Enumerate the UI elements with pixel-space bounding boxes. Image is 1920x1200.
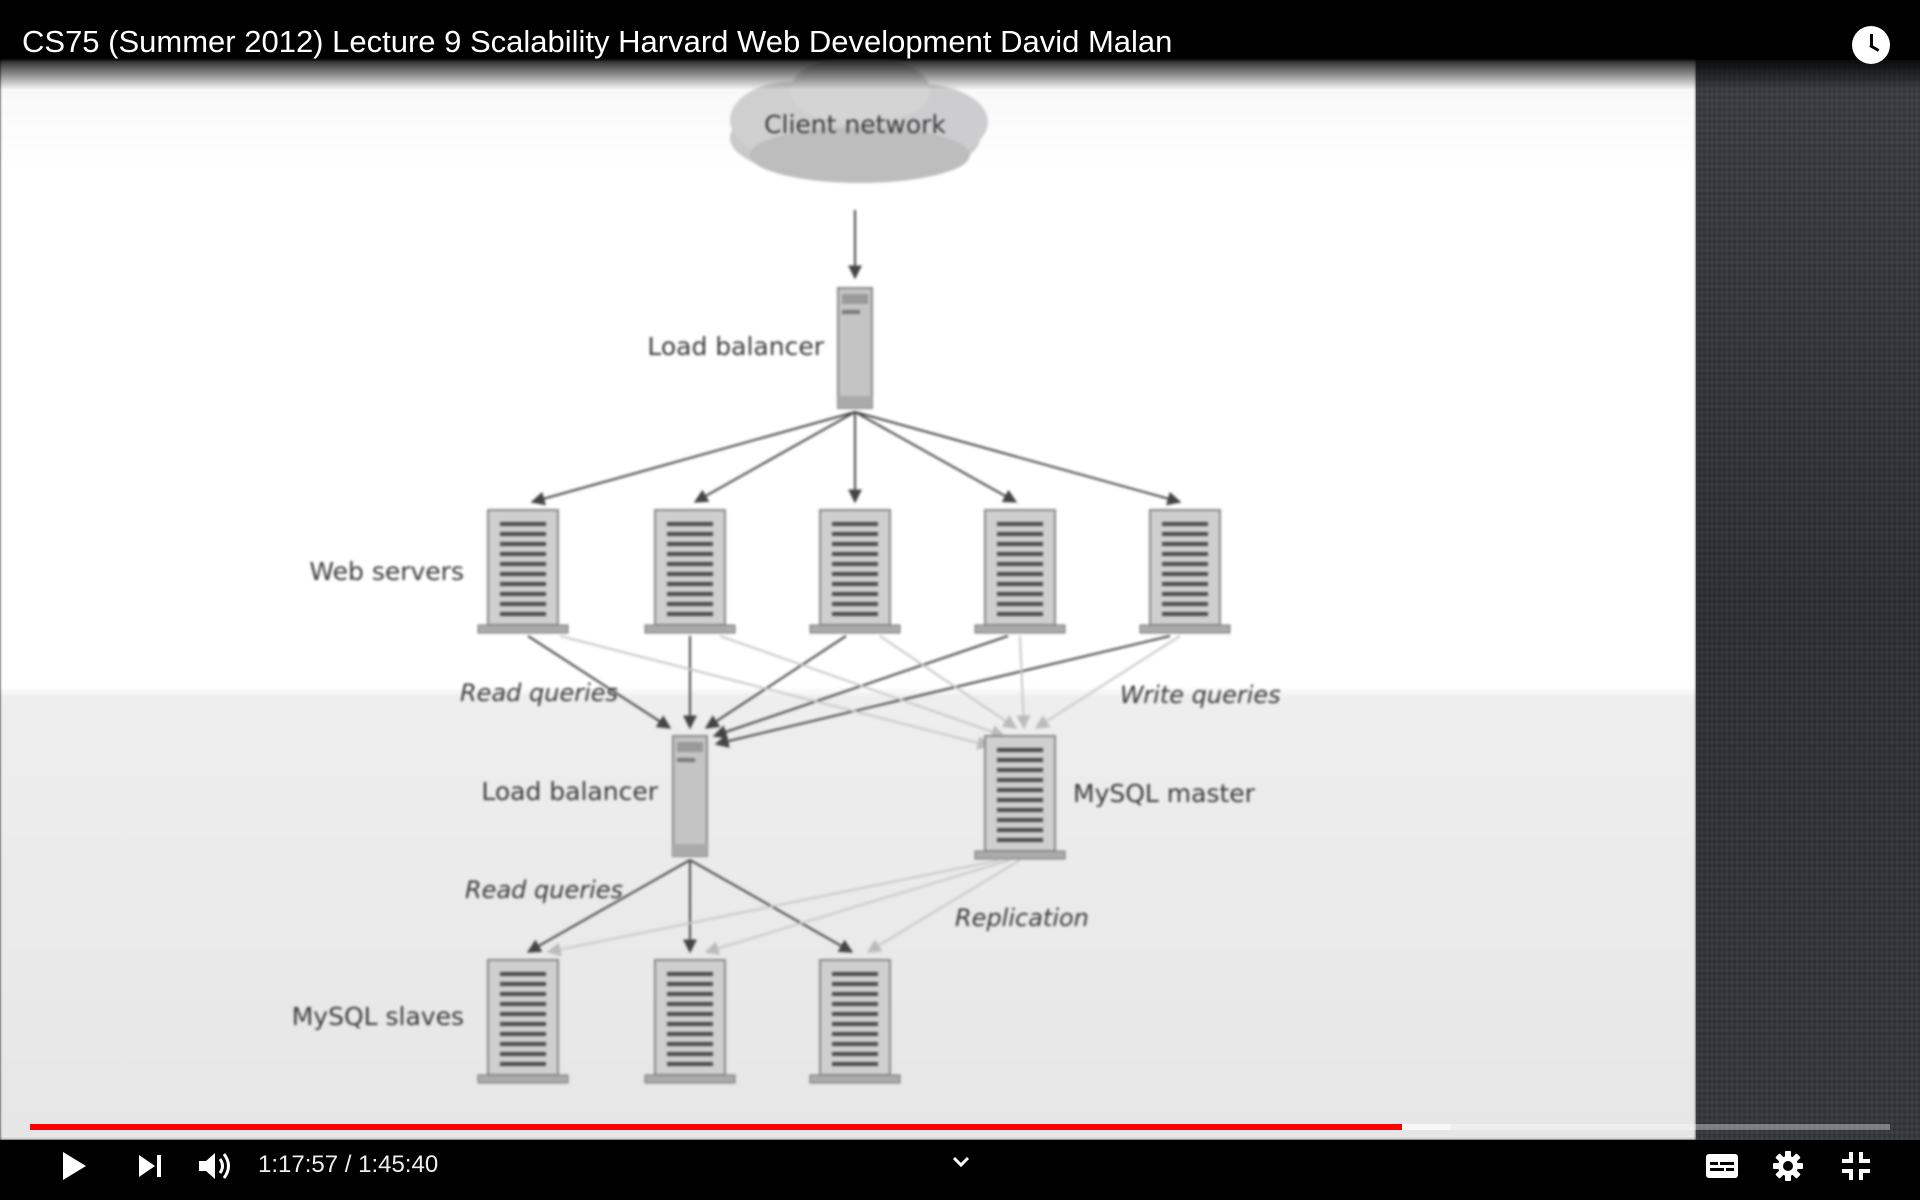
web-server — [477, 509, 569, 634]
time-current: 1:17:57 — [258, 1151, 339, 1178]
web-server — [1139, 509, 1231, 634]
clock-icon[interactable] — [1852, 26, 1890, 64]
load-balancer-top — [837, 287, 873, 409]
write-queries-label: Write queries — [1120, 681, 1281, 709]
slide-side-panel — [1696, 60, 1920, 1140]
mysql-slave-server — [477, 959, 569, 1084]
progress-played — [30, 1124, 1403, 1130]
web-server — [809, 509, 901, 634]
web-server — [974, 509, 1066, 634]
subtitles-button[interactable] — [1700, 1140, 1744, 1192]
load-balancer-db-label: Load balancer — [481, 777, 658, 806]
chevron-down-icon — [952, 1156, 970, 1168]
read-queries-label-2: Read queries — [465, 876, 623, 904]
controls-bar — [0, 1140, 1920, 1200]
web-servers-label: Web servers — [309, 557, 464, 586]
next-icon — [139, 1155, 161, 1177]
mysql-master-server — [974, 735, 1066, 860]
top-overlay: CS75 (Summer 2012) Lecture 9 Scalability… — [0, 0, 1920, 90]
load-balancer-top-label: Load balancer — [647, 332, 824, 361]
next-button[interactable] — [128, 1140, 172, 1192]
video-title[interactable]: CS75 (Summer 2012) Lecture 9 Scalability… — [22, 24, 1173, 59]
mysql-slave-server — [644, 959, 736, 1084]
exit-fullscreen-icon — [1842, 1152, 1870, 1180]
time-display: 1:17:57 / 1:45:40 — [258, 1151, 438, 1179]
play-button[interactable] — [52, 1140, 96, 1192]
subtitles-icon — [1706, 1154, 1738, 1178]
time-total: 1:45:40 — [358, 1151, 439, 1178]
video-frame[interactable]: Client network Load balancer Web servers — [0, 0, 1920, 1140]
volume-button[interactable] — [194, 1140, 238, 1192]
architecture-diagram: Client network Load balancer Web servers — [292, 60, 1281, 1084]
client-network-label: Client network — [764, 110, 946, 139]
exit-fullscreen-button[interactable] — [1834, 1140, 1878, 1192]
progress-bar[interactable] — [30, 1124, 1890, 1130]
volume-icon — [199, 1153, 230, 1179]
mysql-master-label: MySQL master — [1073, 779, 1256, 808]
gear-icon — [1773, 1151, 1803, 1181]
replication-label: Replication — [955, 904, 1089, 932]
play-icon — [63, 1152, 86, 1180]
mysql-slave-server — [809, 959, 901, 1084]
web-server — [644, 509, 736, 634]
time-separator: / — [338, 1151, 359, 1178]
load-balancer-db — [672, 735, 708, 857]
read-queries-label-1: Read queries — [460, 679, 618, 707]
mysql-slaves-label: MySQL slaves — [292, 1002, 464, 1031]
settings-button[interactable] — [1766, 1140, 1810, 1192]
chevron-button[interactable] — [946, 1140, 976, 1184]
